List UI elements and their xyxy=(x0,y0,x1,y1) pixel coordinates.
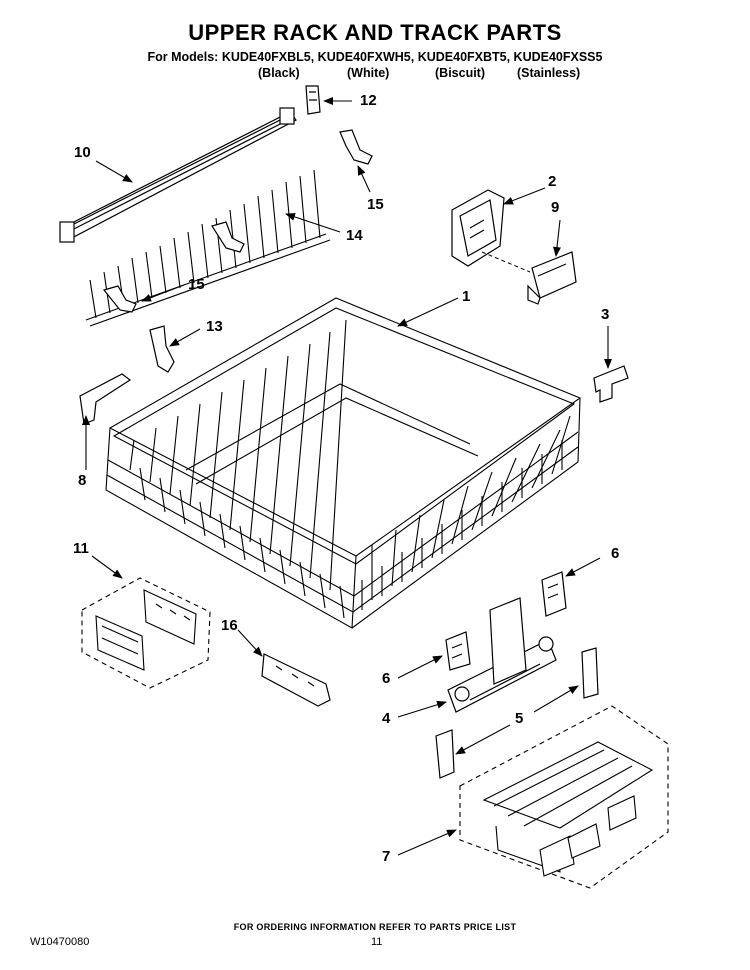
part-8-bracket xyxy=(79,373,132,425)
leader-lines xyxy=(82,97,612,856)
callout-16: 16 xyxy=(221,617,238,634)
callout-4: 4 xyxy=(382,710,391,727)
color-black: (Black) xyxy=(258,66,300,80)
callout-2: 2 xyxy=(548,173,557,190)
callout-5: 5 xyxy=(515,710,524,727)
callout-3: 3 xyxy=(601,306,610,323)
part-15-clip-upper xyxy=(339,129,373,165)
part-4-track xyxy=(447,597,557,713)
models-line: For Models: KUDE40FXBL5, KUDE40FXWH5, KU… xyxy=(147,50,603,64)
callout-1: 1 xyxy=(462,288,471,305)
part-10-rail xyxy=(59,107,297,243)
color-white: (White) xyxy=(347,66,390,80)
callout-8: 8 xyxy=(78,472,87,489)
callout-11: 11 xyxy=(73,540,89,557)
color-biscuit: (Biscuit) xyxy=(435,66,485,80)
page-number: 11 xyxy=(371,936,383,948)
callout-12: 12 xyxy=(360,92,377,109)
part-16-clip xyxy=(261,653,331,707)
callout-13: 13 xyxy=(206,318,223,335)
part-12-clip xyxy=(305,85,321,115)
part-1-rack xyxy=(105,297,582,629)
part-2-9-dashed-link xyxy=(481,251,531,273)
part-7-tray xyxy=(459,705,669,889)
document-number: W10470080 xyxy=(30,936,90,948)
part-3-clip xyxy=(593,365,629,403)
page-title: UPPER RACK AND TRACK PARTS xyxy=(188,20,562,45)
part-6-clip-right xyxy=(541,571,567,617)
part-15-clip-lower xyxy=(102,221,245,313)
part-6-clip-middle xyxy=(445,631,471,671)
part-13-clip xyxy=(149,325,175,373)
callout-9: 9 xyxy=(551,199,560,216)
part-11-handle-set xyxy=(81,577,211,689)
callout-6-right: 6 xyxy=(611,545,620,562)
part-9-clip xyxy=(527,251,577,305)
part-2-bracket xyxy=(451,189,505,267)
callout-6-middle: 6 xyxy=(382,670,391,687)
callout-7: 7 xyxy=(382,848,391,865)
color-stainless: (Stainless) xyxy=(517,66,581,80)
part-5-clips xyxy=(435,647,599,779)
callout-15-upper: 15 xyxy=(367,196,384,213)
callout-14: 14 xyxy=(346,227,363,244)
callout-15-lower: 15 xyxy=(188,276,205,293)
ordering-note: FOR ORDERING INFORMATION REFER TO PARTS … xyxy=(233,922,517,932)
callout-10: 10 xyxy=(74,144,91,161)
